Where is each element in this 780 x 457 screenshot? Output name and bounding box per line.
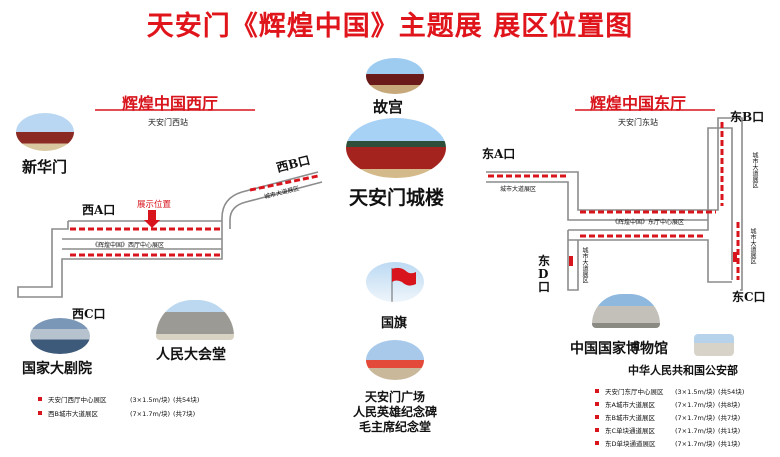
gate-east-b: 东B口 xyxy=(730,110,765,124)
legend-east-row-5: 东D单块通道展区 (7×1.7m/块) (共1块) xyxy=(595,438,740,448)
legend-name: 东D单块通道展区 xyxy=(605,440,656,448)
label-square-1: 天安门广场 xyxy=(364,390,425,404)
east-center-zone-label: 《辉煌中国》东厅中心展区 xyxy=(612,219,685,226)
east-a-street-label: 城市大道展区 xyxy=(500,186,537,193)
legend-swatch xyxy=(38,397,42,401)
west-b-panels xyxy=(249,174,319,192)
west-hall-title: 辉煌中国西厅 xyxy=(122,94,219,113)
east-station-name: 天安门东站 xyxy=(618,118,658,127)
legend-swatch xyxy=(595,428,599,432)
legend-east-row-2: 东A城市大道展区 (7×1.7m/块) (共8块) xyxy=(595,399,740,409)
label-great-hall: 人民大会堂 xyxy=(156,347,226,363)
flag-photo xyxy=(366,262,424,302)
label-square-3: 毛主席纪念堂 xyxy=(358,420,431,434)
legend-count: (共7块) xyxy=(718,414,741,422)
legend-east-row-1: 天安门东厅中心展区 (3×1.5m/块) (共54块) xyxy=(595,386,744,396)
legend-spec: (3×1.5m/块) xyxy=(130,396,171,404)
gate-east-d: 东 D 口 xyxy=(538,254,551,294)
legend-name: 天安门西厅中心展区 xyxy=(48,396,107,404)
gate-west-a: 西A口 xyxy=(82,203,116,217)
legend-name: 天安门东厅中心展区 xyxy=(605,388,664,396)
legend-west-row-2: 西B城市大道展区 (7×1.7m/块) (共7块) xyxy=(38,408,195,418)
west-hall-underline xyxy=(95,109,255,111)
legend-spec: (7×1.7m/块) xyxy=(130,410,171,418)
display-marker-arrow xyxy=(144,210,160,228)
legend-swatch xyxy=(595,402,599,406)
label-museum: 中国国家博物馆 xyxy=(570,341,668,357)
map-title: 天安门《辉煌中国》主题展 展区位置图 xyxy=(146,11,634,42)
east-d-panel xyxy=(569,256,573,266)
legend-name: 西B城市大道展区 xyxy=(48,410,98,418)
east-hall-title: 辉煌中国东厅 xyxy=(590,94,687,113)
legend-count: (共8块) xyxy=(718,401,741,409)
gate-west-c: 西C口 xyxy=(72,307,106,321)
label-tiananmen: 天安门城楼 xyxy=(349,187,445,209)
legend-spec: (7×1.7m/块) xyxy=(675,440,716,448)
west-station-name: 天安门西站 xyxy=(148,118,188,127)
legend-count: (共7块) xyxy=(173,410,196,418)
legend-count: (共54块) xyxy=(173,396,200,404)
legend-east-row-4: 东C单块通道展区 (7×1.7m/块) (共1块) xyxy=(595,425,740,435)
legend-count: (共1块) xyxy=(718,440,741,448)
legend-count: (共1块) xyxy=(718,427,741,435)
legend-swatch xyxy=(38,411,42,415)
west-center-zone-label: 《辉煌中国》西厅中心展区 xyxy=(92,242,165,249)
west-corridor-outline xyxy=(17,220,223,298)
legend-west-row-1: 天安门西厅中心展区 (3×1.5m/块) (共54块) xyxy=(38,394,199,404)
label-gugong: 故宫 xyxy=(373,98,404,116)
east-b-street-label-1: 城市大道展区 xyxy=(751,152,758,188)
gate-east-a: 东A口 xyxy=(482,147,516,161)
legend-count: (共54块) xyxy=(718,388,745,396)
label-flag: 国旗 xyxy=(381,316,408,331)
east-inner xyxy=(568,127,733,280)
legend-spec: (7×1.7m/块) xyxy=(675,427,716,435)
east-hall-underline xyxy=(575,109,715,111)
legend-name: 东B城市大道展区 xyxy=(605,414,655,422)
east-d-corridor xyxy=(567,230,732,291)
east-b-street-label-2: 城市大道展区 xyxy=(749,228,756,264)
display-position-label: 展示位置 xyxy=(137,200,172,210)
legend-spec: (3×1.5m/块) xyxy=(675,388,716,396)
legend-spec: (7×1.7m/块) xyxy=(675,414,716,422)
theatre-photo xyxy=(30,318,90,354)
label-square-2: 人民英雄纪念碑 xyxy=(352,405,437,419)
east-d-street-label: 城市大道展区 xyxy=(581,247,588,283)
west-inner-corridor xyxy=(62,238,222,250)
legend-east-row-3: 东B城市大道展区 (7×1.7m/块) (共7块) xyxy=(595,412,740,422)
legend-swatch xyxy=(595,441,599,445)
label-theatre: 国家大剧院 xyxy=(22,361,92,377)
museum-photo xyxy=(592,294,660,328)
east-c-panel xyxy=(733,252,737,262)
legend-swatch xyxy=(595,389,599,393)
legend-name: 东C单块通道展区 xyxy=(605,427,656,435)
label-security: 中华人民共和国公安部 xyxy=(628,364,738,377)
security-photo xyxy=(694,334,734,356)
square-photo xyxy=(366,340,424,380)
east-a-corridor xyxy=(486,117,743,291)
label-xinhuamen: 新华门 xyxy=(22,158,68,176)
legend-spec: (7×1.7m/块) xyxy=(675,401,716,409)
legend-name: 东A城市大道展区 xyxy=(605,401,655,409)
gugong-photo xyxy=(366,58,424,94)
xinhuamen-photo xyxy=(16,113,74,151)
tiananmen-photo xyxy=(346,118,446,178)
west-b-ramp xyxy=(221,171,323,229)
legend-swatch xyxy=(595,415,599,419)
gate-east-c: 东C口 xyxy=(732,290,766,304)
